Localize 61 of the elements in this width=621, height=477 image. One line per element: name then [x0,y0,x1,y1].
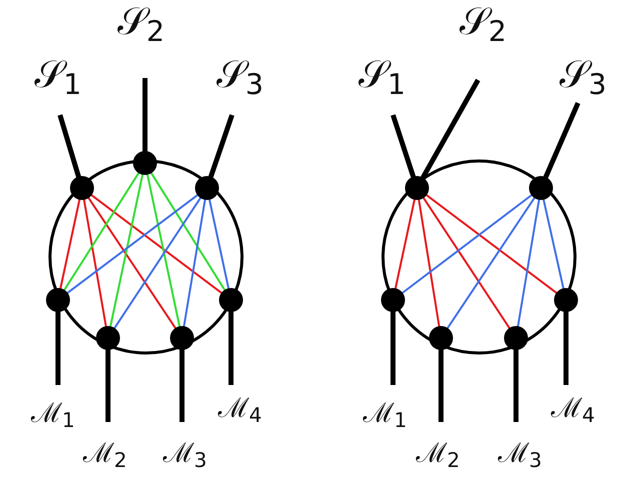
connecting-line [87,196,177,330]
measurement-label: ℳ$_{2}$ [416,440,460,470]
junction-dot [554,288,578,312]
connecting-line [446,196,536,330]
connecting-line [516,198,540,328]
measurement-label: ℳ$_{2}$ [83,440,127,470]
connecting-line [82,198,108,328]
stem-line [106,349,110,422]
stem-line [58,114,82,178]
measurement-label: ℳ$_{1}$ [31,400,75,430]
junction-dot [46,288,70,312]
source-label: 𝒮$_{1}$ [358,55,406,100]
source-label: 𝒮$_{2}$ [117,2,165,47]
stem-line [228,311,234,385]
stem-line [180,349,184,422]
junction-dot [195,176,219,200]
stem-line [564,311,568,385]
junction-dot [133,151,157,175]
connecting-line [422,196,511,330]
junction-dot [529,176,553,200]
connecting-line [113,196,202,330]
connecting-line [90,194,223,294]
connecting-line [150,172,226,292]
measurement-label: ℳ$_{4}$ [218,394,262,425]
connecting-line [401,194,533,294]
stem-line [420,78,480,180]
source-label: 𝒮$_{3}$ [559,55,607,100]
connecting-line [59,198,81,290]
stem-line [438,349,444,422]
stem-line [543,102,580,179]
junction-dot [219,288,243,312]
stem-line [142,78,148,152]
source-label: 𝒮$_{2}$ [459,2,507,47]
source-label: 𝒮$_{1}$ [34,55,82,100]
measurement-label: ℳ$_{3}$ [163,440,207,470]
source-label: 𝒮$_{3}$ [216,55,264,100]
junction-dot [96,326,120,350]
connecting-line [182,198,206,328]
connecting-line [425,194,558,294]
stem-line [208,114,234,178]
connecting-line [109,174,144,328]
measurement-label: ℳ$_{3}$ [498,440,542,470]
junction-dot [70,176,94,200]
junction-dot [381,288,405,312]
connecting-line [542,198,565,290]
connecting-line [146,174,181,328]
connecting-line [208,198,230,290]
connecting-line [418,198,440,328]
measurement-label: ℳ$_{1}$ [363,400,407,430]
junction-dot [405,176,429,200]
stem-line [390,114,416,178]
connecting-line [66,194,199,294]
connecting-line [394,198,416,290]
junction-dot [504,326,528,350]
stem-line [390,311,396,385]
stem-line [514,349,518,422]
junction-dot [170,326,194,350]
connecting-line [63,172,140,292]
junction-dot [429,326,453,350]
stem-line [56,311,60,385]
measurement-label: ℳ$_{4}$ [551,394,595,425]
